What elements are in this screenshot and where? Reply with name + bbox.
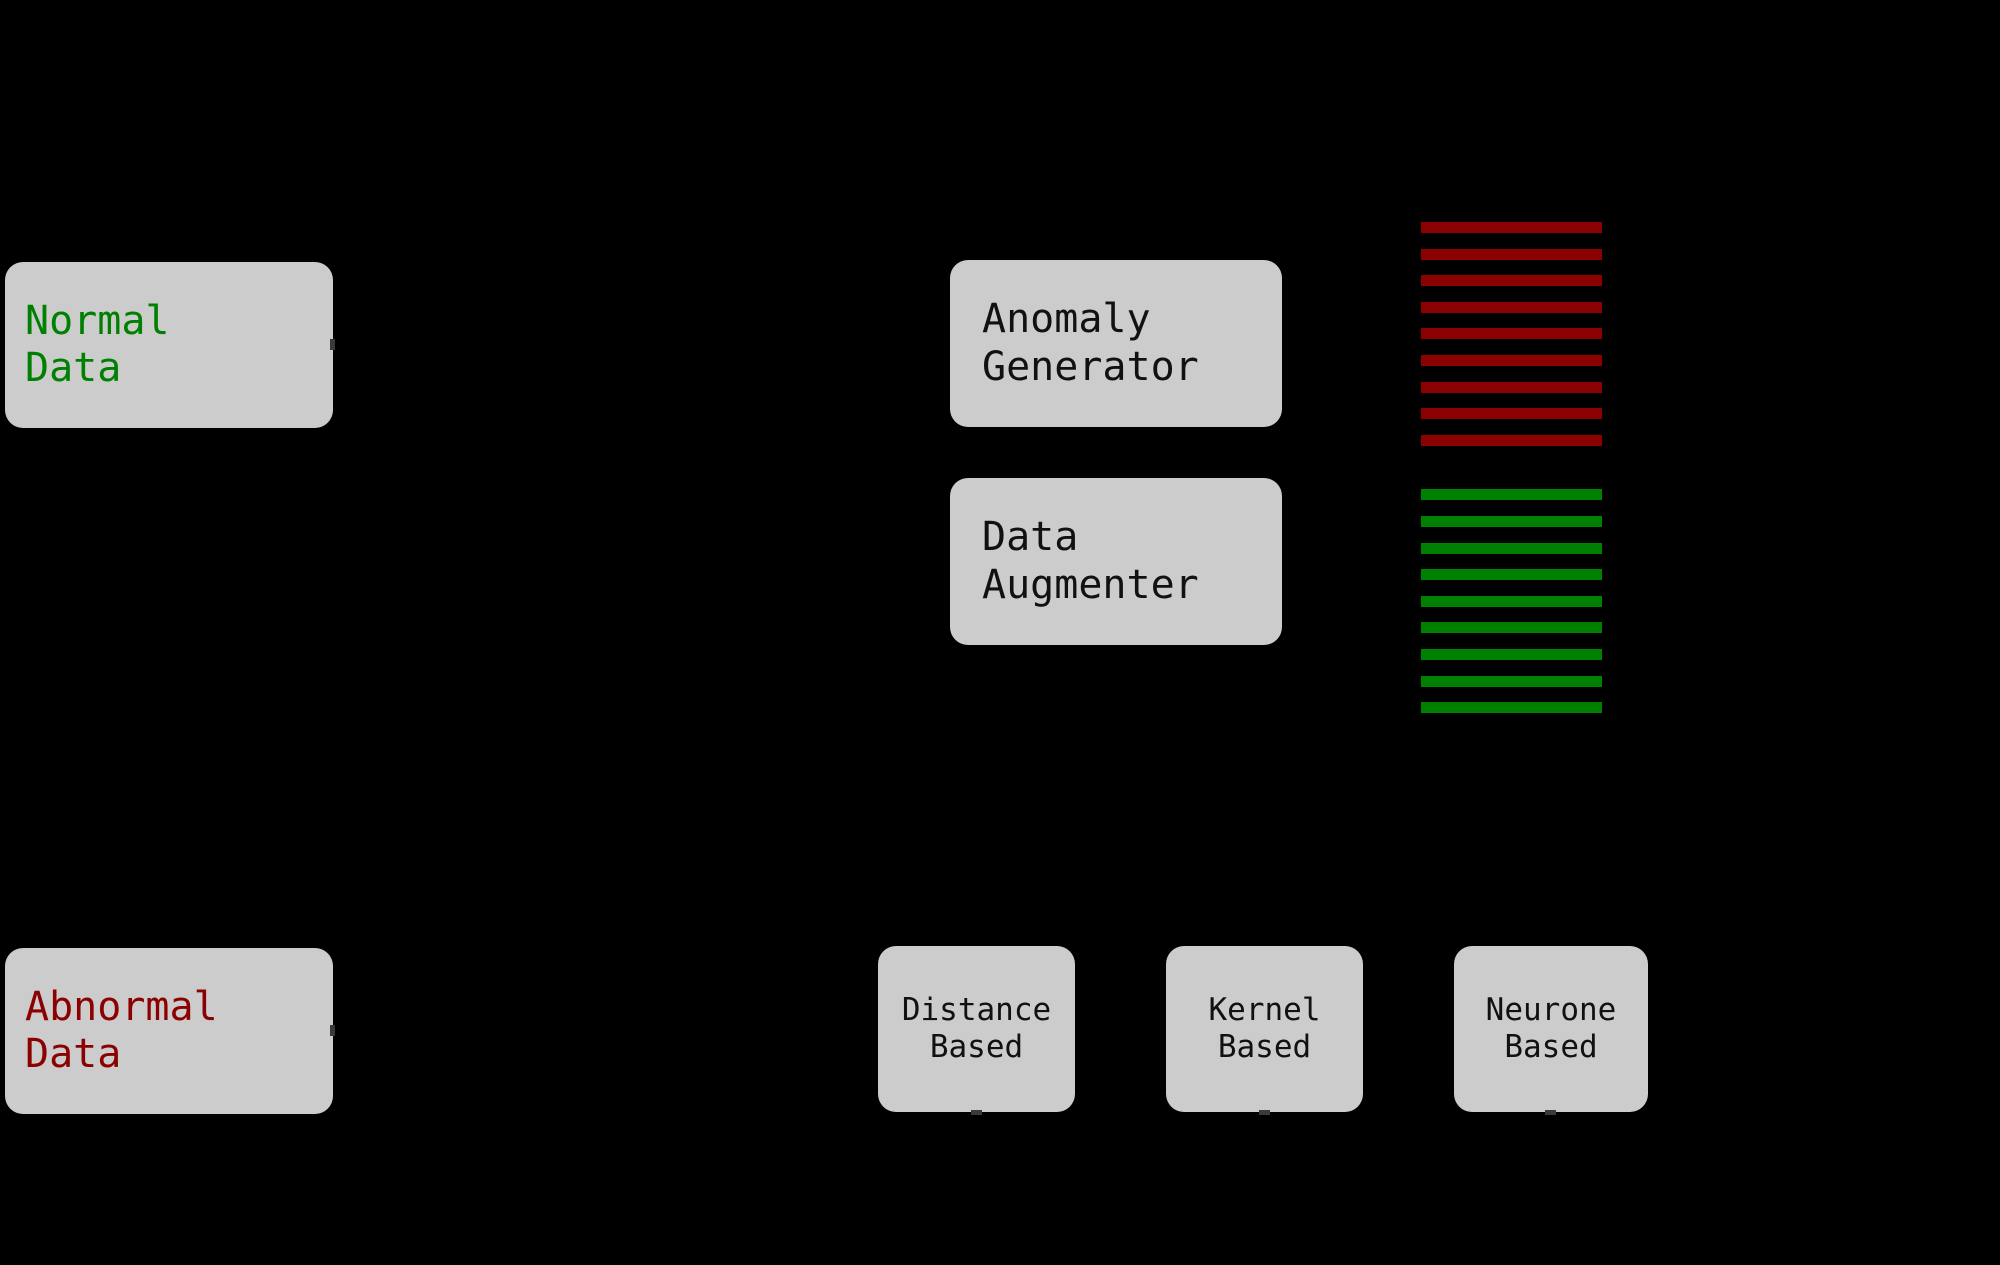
connector-stub-normal-data-right xyxy=(330,339,335,350)
node-distance-based[interactable]: Distance Based xyxy=(878,946,1075,1112)
stripe-abnormal-data-7 xyxy=(1421,382,1602,393)
node-data-augmenter[interactable]: Data Augmenter xyxy=(950,478,1282,645)
stripe-abnormal-data-3 xyxy=(1421,275,1602,286)
node-anomaly-generator-line2: Generator xyxy=(982,343,1199,390)
node-normal-data[interactable]: Normal Data xyxy=(5,262,333,428)
node-kernel-based[interactable]: Kernel Based xyxy=(1166,946,1363,1112)
stripe-normal-data-5 xyxy=(1421,596,1602,607)
stripe-abnormal-data-1 xyxy=(1421,222,1602,233)
stripe-normal-data-1 xyxy=(1421,489,1602,500)
node-neurone-based[interactable]: Neurone Based xyxy=(1454,946,1648,1112)
stripe-abnormal-data-4 xyxy=(1421,302,1602,313)
node-neurone-based-line1: Neurone xyxy=(1485,992,1617,1029)
connector-stub-abnormal-data-right xyxy=(330,1025,335,1036)
mixed-dataset-stripe-block xyxy=(1421,222,1602,713)
node-kernel-based-line2: Based xyxy=(1217,1029,1312,1065)
stripe-normal-data-2 xyxy=(1421,516,1602,527)
node-normal-data-line1: Normal xyxy=(25,297,170,344)
node-neurone-based-line2: Based xyxy=(1504,1029,1598,1065)
node-anomaly-generator-line1: Anomaly xyxy=(982,296,1151,343)
stripe-normal-data-4 xyxy=(1421,569,1602,580)
node-data-augmenter-line2: Augmenter xyxy=(982,561,1199,608)
stripe-abnormal-data-2 xyxy=(1421,249,1602,260)
stripe-normal-data-8 xyxy=(1421,676,1602,687)
node-anomaly-generator[interactable]: Anomaly Generator xyxy=(950,260,1282,427)
connector-stub-kernel-based-bottom xyxy=(1259,1110,1270,1115)
stripe-abnormal-data-6 xyxy=(1421,355,1602,366)
node-distance-based-line2: Based xyxy=(929,1029,1024,1065)
node-data-augmenter-line1: Data xyxy=(982,514,1079,561)
node-distance-based-line1: Distance xyxy=(901,992,1052,1029)
node-abnormal-data-line1: Abnormal xyxy=(25,983,218,1030)
stripe-normal-data-9 xyxy=(1421,702,1602,713)
connector-stub-distance-based-bottom xyxy=(971,1110,982,1115)
stripe-abnormal-data-5 xyxy=(1421,328,1602,339)
stripe-normal-data-3 xyxy=(1421,543,1602,554)
node-abnormal-data[interactable]: Abnormal Data xyxy=(5,948,333,1114)
stripe-abnormal-data-9 xyxy=(1421,435,1602,446)
node-abnormal-data-line2: Data xyxy=(25,1031,122,1077)
stripe-normal-data-6 xyxy=(1421,622,1602,633)
node-kernel-based-line1: Kernel xyxy=(1208,992,1321,1029)
connector-stub-neurone-based-bottom xyxy=(1545,1110,1556,1115)
stripe-normal-data-7 xyxy=(1421,649,1602,660)
node-normal-data-line2: Data xyxy=(25,345,122,391)
stripe-abnormal-data-8 xyxy=(1421,408,1602,419)
